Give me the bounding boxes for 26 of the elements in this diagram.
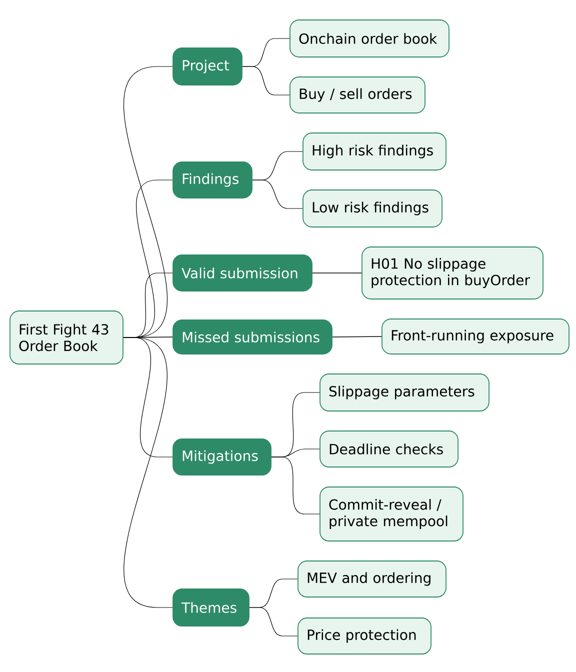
item-box: Commit-reveal / private mempool: [320, 486, 464, 542]
topic-box: Project: [172, 48, 242, 86]
connector: [123, 66, 173, 338]
connector: [123, 337, 173, 608]
item-box: MEV and ordering: [298, 560, 446, 598]
item-box: Low risk findings: [302, 190, 442, 228]
item-box: H01 No slippage protection in buyOrder: [362, 246, 544, 300]
item-box: Buy / sell orders: [290, 76, 426, 114]
topic-box: Findings: [172, 162, 252, 198]
topic-box: Valid submission: [172, 254, 312, 292]
topic-box: Mitigations: [172, 438, 272, 476]
item-box: Slippage parameters: [320, 374, 490, 412]
item-box: Price protection: [298, 618, 432, 654]
connector: [312, 272, 362, 274]
connector: [249, 607, 298, 636]
item-box: High risk findings: [302, 132, 446, 170]
connector: [252, 180, 303, 209]
connector: [242, 66, 290, 96]
item-box: Deadline checks: [320, 430, 458, 468]
topic-box: Missed submissions: [172, 320, 332, 354]
root-box: First Fight 43 Order Book: [10, 310, 124, 364]
item-box: Onchain order book: [290, 20, 450, 58]
item-box: Front-running exposure: [382, 318, 570, 354]
connector: [332, 336, 382, 338]
topic-box: Themes: [172, 588, 250, 626]
connector: [271, 456, 320, 514]
